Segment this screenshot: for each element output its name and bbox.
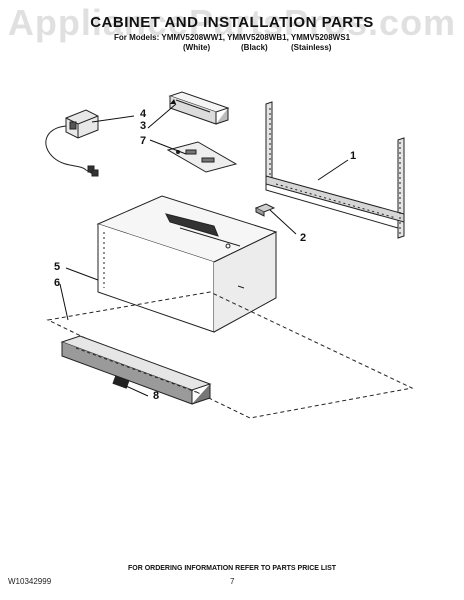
callout-8: 8 — [153, 390, 160, 402]
callout-6: 6 — [54, 277, 61, 289]
callout-5: 5 — [54, 261, 61, 273]
leader-lines — [59, 103, 349, 397]
ordering-note: FOR ORDERING INFORMATION REFER TO PARTS … — [127, 565, 337, 572]
clip-part — [254, 203, 276, 217]
cabinet-part — [96, 195, 278, 333]
callout-3: 3 — [140, 120, 147, 132]
page-title: CABINET AND INSTALLATION PARTS — [90, 14, 374, 31]
variant-stainless: (Stainless) — [291, 43, 332, 52]
control-bracket-part — [166, 141, 238, 173]
damper-motor-part — [45, 109, 99, 177]
callout-2: 2 — [300, 232, 307, 244]
callout-4: 4 — [140, 108, 147, 120]
document-id: W10342999 — [8, 577, 52, 586]
vent-housing-part — [168, 91, 230, 125]
page-number: 7 — [230, 577, 235, 586]
callout-7: 7 — [140, 135, 147, 147]
variant-white: (White) — [183, 43, 211, 52]
mounting-frame-part — [265, 101, 405, 239]
grille-assembly-box — [46, 291, 414, 419]
callout-1: 1 — [350, 150, 357, 162]
variant-black: (Black) — [241, 43, 268, 52]
models-line: For Models: YMMV5208WW1, YMMV5208WB1, YM… — [113, 33, 351, 42]
